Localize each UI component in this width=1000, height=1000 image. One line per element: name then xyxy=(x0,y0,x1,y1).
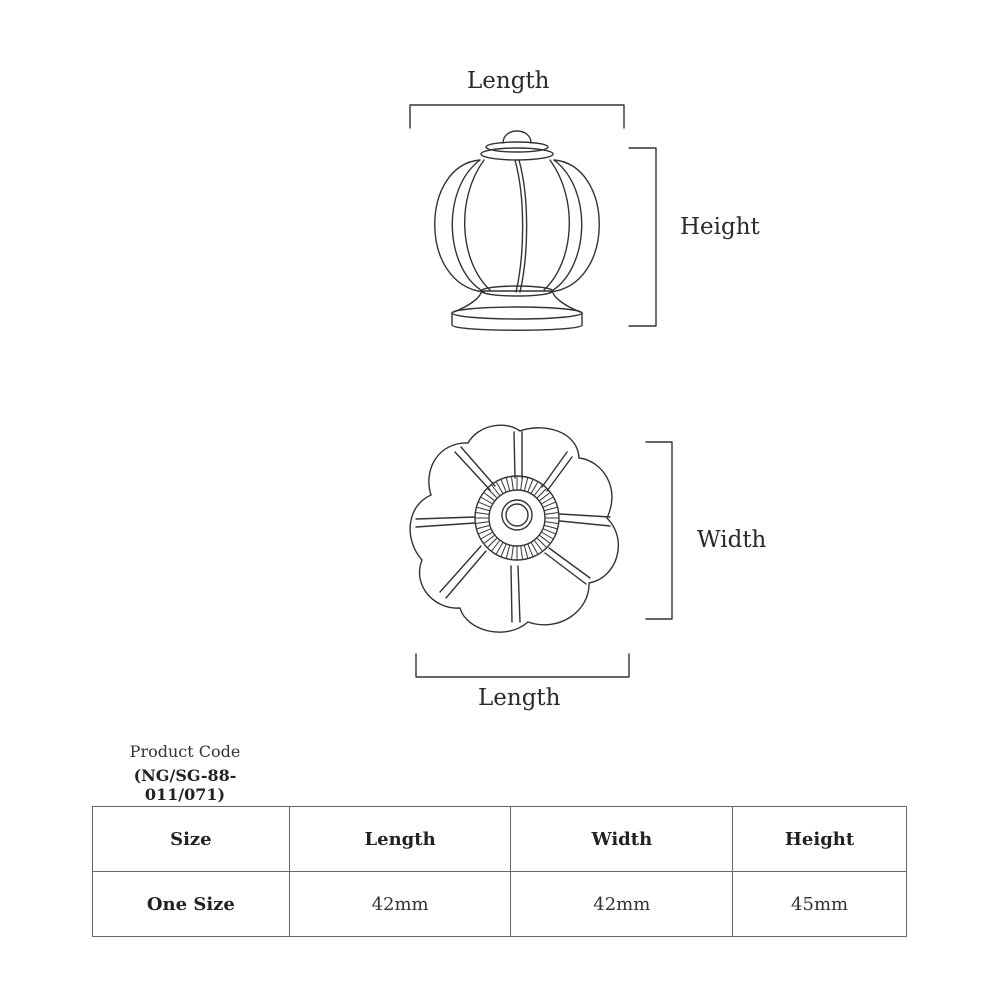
side-length-bracket xyxy=(409,104,625,129)
top-length-label: Length xyxy=(478,685,561,711)
knob-top-view xyxy=(409,424,619,633)
product-code-label: Product Code xyxy=(129,742,241,761)
spec-table: Size Length Width Height One Size 42mm 4… xyxy=(92,806,907,937)
top-length-bracket xyxy=(415,653,630,678)
top-width-label: Width xyxy=(697,527,767,553)
top-width-bracket xyxy=(645,441,673,620)
header-length: Length xyxy=(288,806,512,872)
cell-width: 42mm xyxy=(510,871,734,937)
knob-side-view xyxy=(434,130,600,331)
table-row: One Size 42mm 42mm 45mm xyxy=(92,871,907,937)
header-height: Height xyxy=(732,806,907,872)
side-height-label: Height xyxy=(680,214,760,240)
header-size: Size xyxy=(92,806,290,872)
cell-height: 45mm xyxy=(732,871,907,937)
spec-header-row: Size Length Width Height xyxy=(92,806,907,872)
knob-diagram xyxy=(409,104,673,678)
side-length-label: Length xyxy=(467,68,550,94)
cell-size: One Size xyxy=(92,871,290,937)
rosette-spokes xyxy=(475,476,559,560)
side-height-bracket xyxy=(628,147,657,327)
header-width: Width xyxy=(510,806,734,872)
product-code-value: (NG/SG-88-011/071) xyxy=(133,766,237,804)
cell-length: 42mm xyxy=(288,871,512,937)
